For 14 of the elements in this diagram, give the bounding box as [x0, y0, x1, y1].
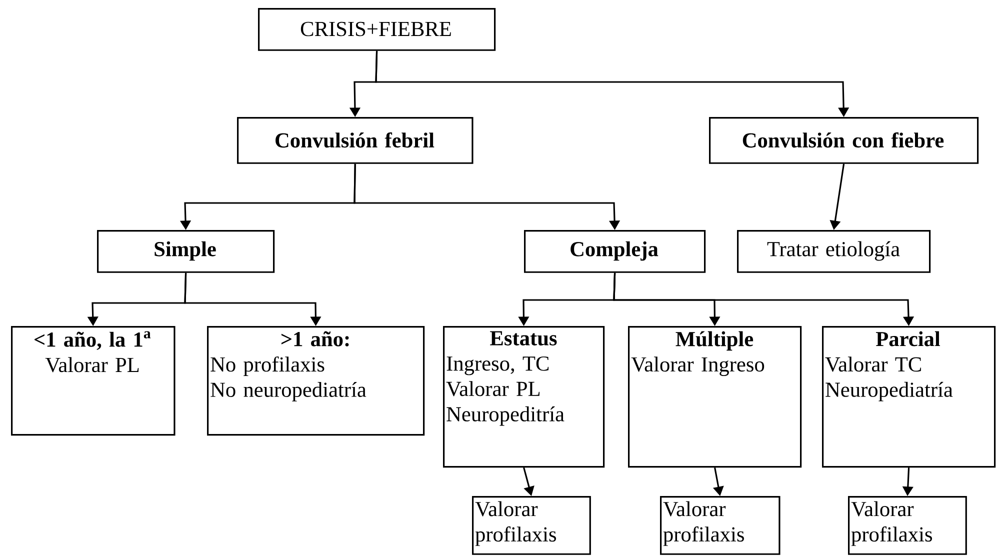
- process-box: >1 año: No profilaxis No neuropediatría: [207, 326, 425, 436]
- process-box: Convulsión febril: [237, 117, 474, 164]
- process-box: Compleja: [524, 230, 706, 273]
- process-box: Estatus Ingreso, TC Valorar PL Neuropeditría: [443, 326, 605, 468]
- process-box: Tratar etiología: [737, 230, 931, 273]
- process-box: CRISIS+FIEBRE: [258, 8, 496, 51]
- process-box: Simple: [97, 230, 275, 273]
- process-box: Valorar profilaxis: [848, 496, 967, 555]
- process-box: Valorar profilaxis: [472, 496, 591, 555]
- process-box: <1 año, la 1$^{a}$ Valorar PL: [11, 326, 176, 436]
- process-box: Convulsión con fiebre: [709, 117, 979, 164]
- process-box: Valorar profilaxis: [660, 496, 780, 555]
- process-box: Múltiple Valorar Ingreso: [628, 326, 802, 468]
- process-box: Parcial Valorar TC Neuropediatría: [822, 326, 996, 468]
